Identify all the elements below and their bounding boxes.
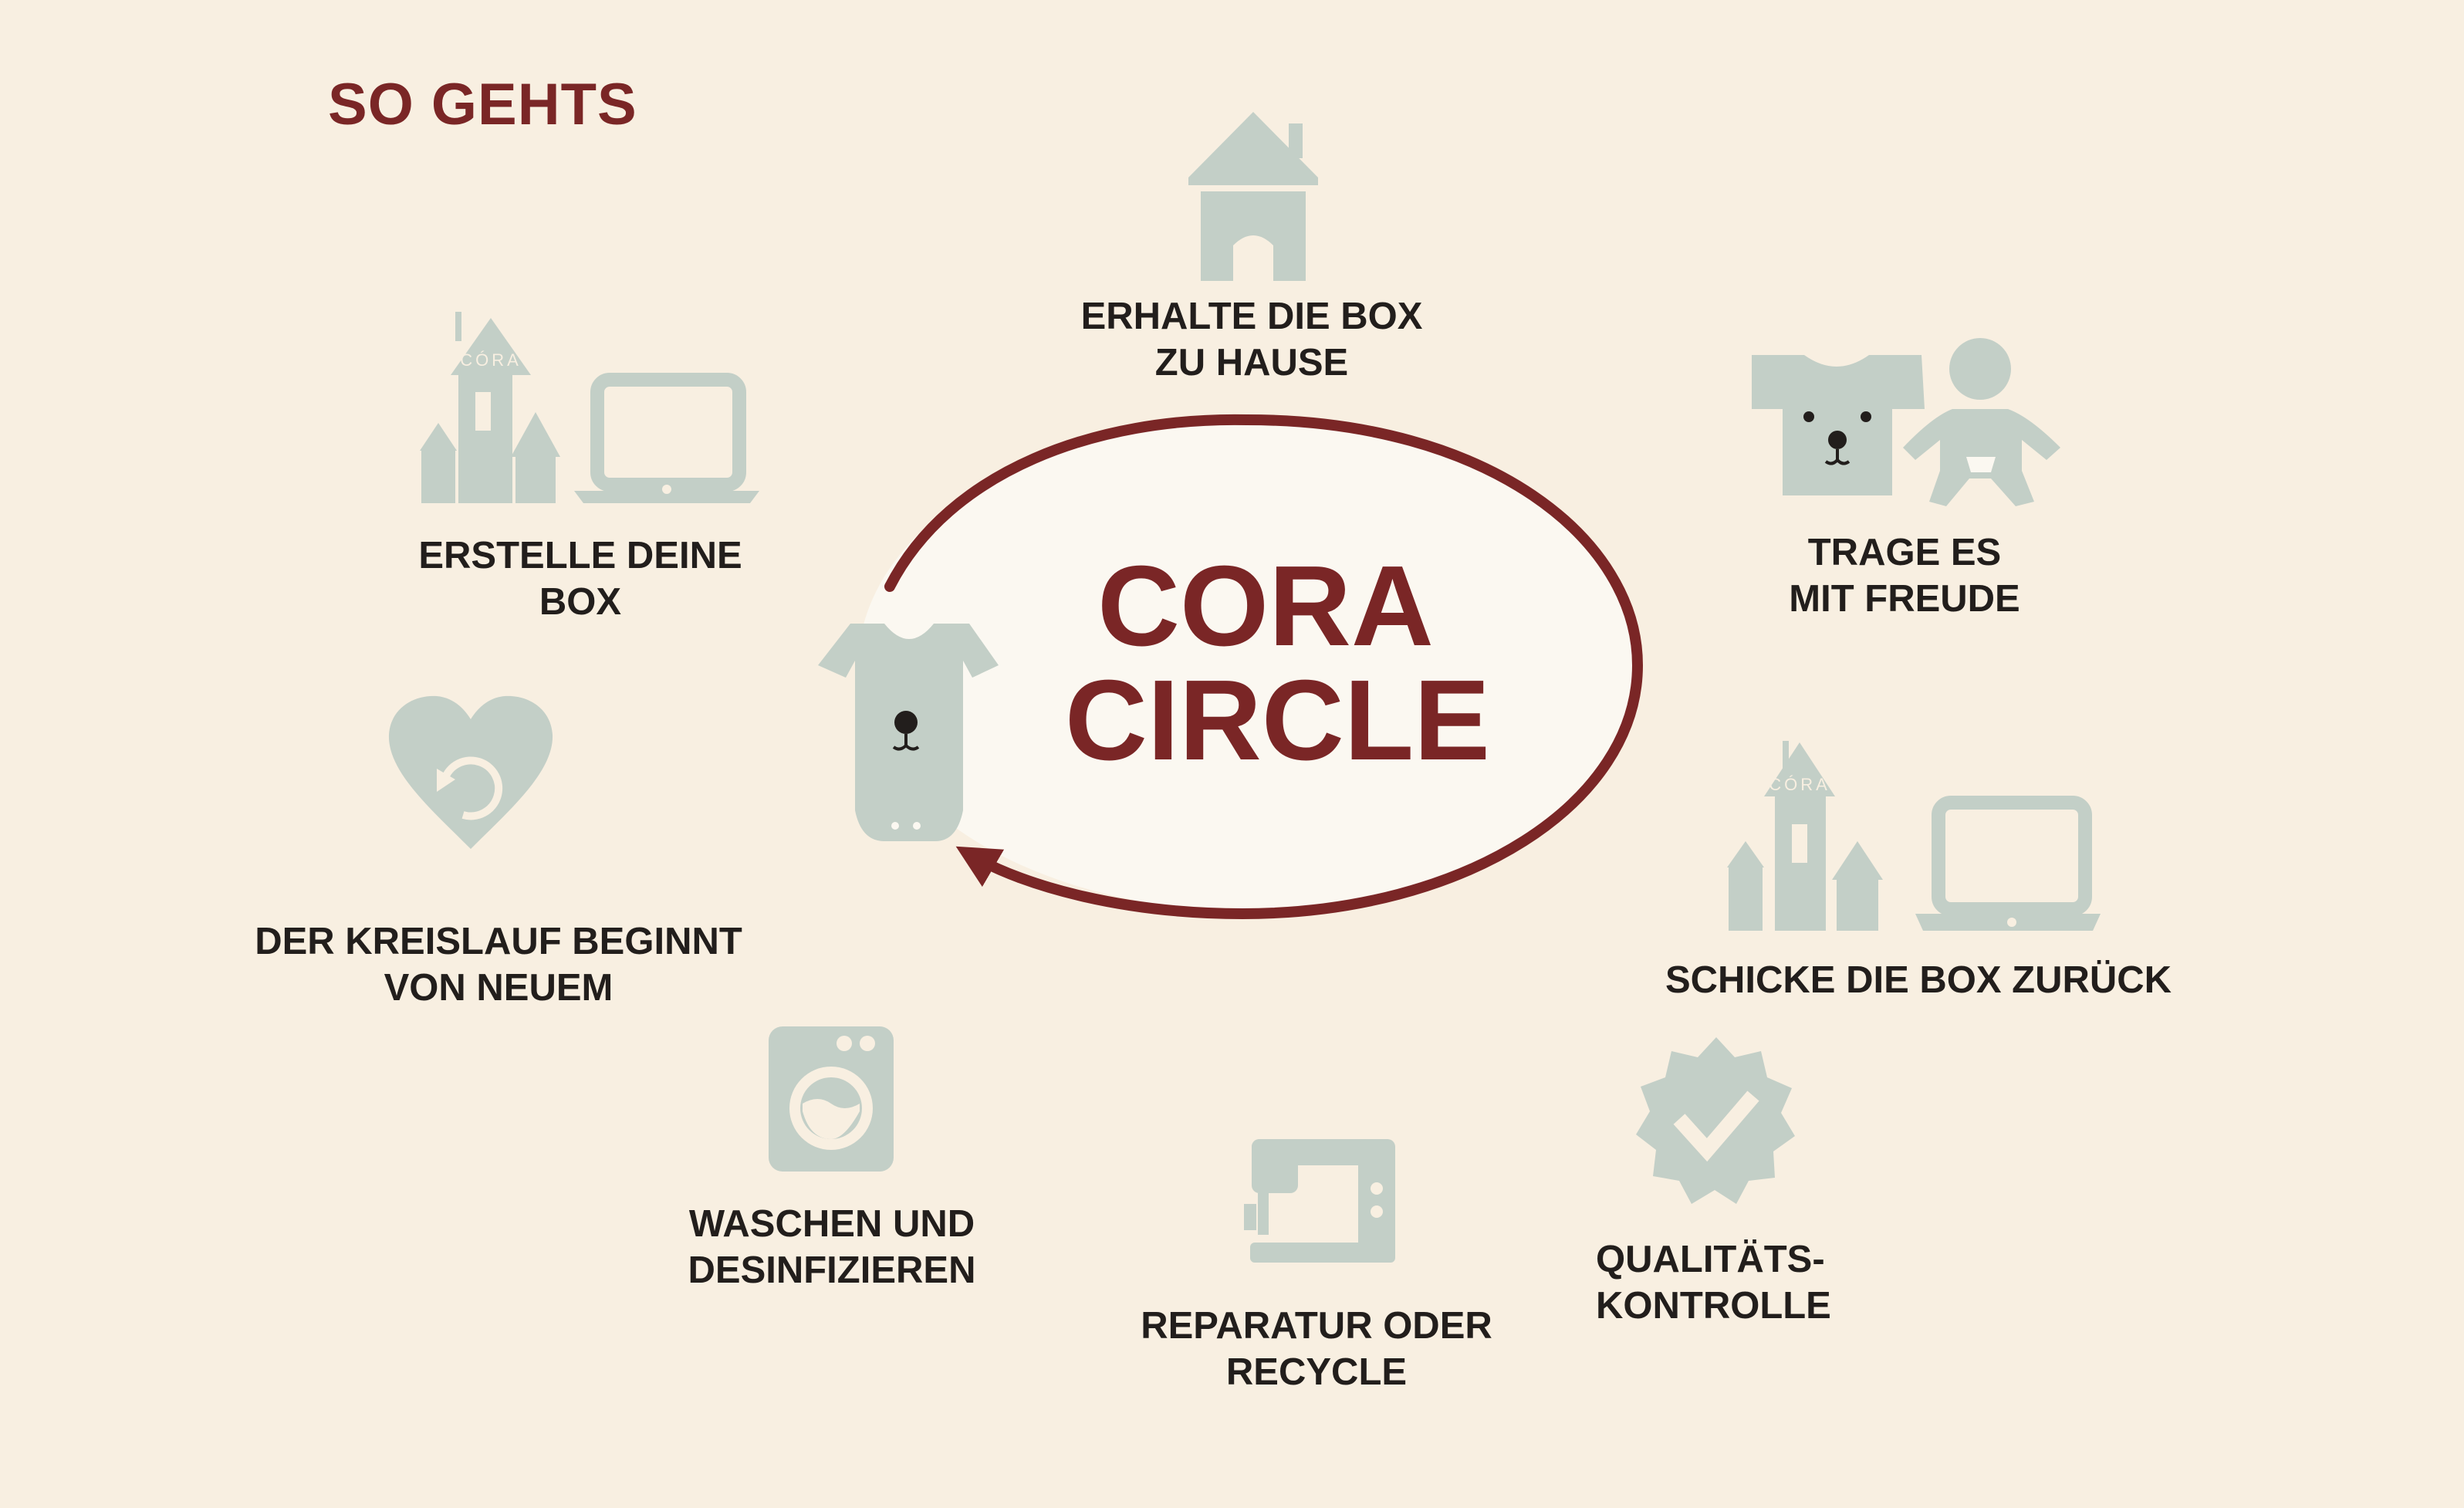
step-label-line: ERHALTE DIE BOX	[1080, 296, 1423, 337]
step-label-receive-box: ERHALTE DIE BOX ZU HAUSE	[1020, 293, 1483, 386]
sewing-machine-icon	[1244, 1139, 1395, 1263]
step-label-line: DESINFIZIEREN	[688, 1249, 976, 1291]
shirt-and-baby-icon	[1752, 338, 2060, 506]
house-icon	[1188, 112, 1318, 281]
cycle-title-line-1: CORA	[1097, 543, 1434, 670]
heart-refresh-icon	[388, 695, 553, 849]
step-label-wear: TRAGE ES MIT FREUDE	[1673, 529, 2136, 622]
step-label-line: KONTROLLE	[1596, 1285, 1831, 1327]
step-label-create-box: ERSTELLE DEINE BOX	[349, 533, 812, 625]
castle-and-laptop-icon	[1727, 741, 2101, 931]
cycle-title-line-2: CIRCLE	[1065, 657, 1490, 784]
icon-logo-text: CÓRA	[460, 350, 522, 370]
castle-and-laptop-icon	[420, 312, 759, 503]
step-label-line: WASCHEN UND	[688, 1203, 975, 1245]
step-label-line: ZU HAUSE	[1154, 342, 1349, 384]
page-title: SO GEHTS	[328, 72, 637, 137]
step-label-line: MIT FREUDE	[1789, 578, 2020, 620]
step-label-cycle-restarts: DER KREISLAUF BEGINNT VON NEUEM	[228, 918, 769, 1011]
step-label-quality-check: QUALITÄTS- KONTROLLE	[1596, 1236, 1982, 1329]
step-label-line: DER KREISLAUF BEGINNT	[255, 921, 742, 962]
step-label-return-box: SCHICKE DIE BOX ZURÜCK	[1610, 957, 2227, 1003]
icon-logo-text: CÓRA	[1769, 775, 1830, 794]
step-label-line: SCHICKE DIE BOX ZURÜCK	[1665, 959, 2172, 1001]
step-label-line: VON NEUEM	[384, 967, 613, 1009]
cycle-loop	[858, 414, 1644, 920]
step-label-line: QUALITÄTS-	[1596, 1239, 1825, 1280]
cycle-title: CORA CIRCLE	[1065, 543, 1490, 784]
step-label-line: RECYCLE	[1225, 1351, 1408, 1393]
step-label-line: TRAGE ES	[1807, 532, 2002, 573]
step-label-line: ERSTELLE DEINE	[418, 535, 742, 576]
check-badge-icon	[1636, 1037, 1795, 1204]
cycle-arrow	[884, 414, 1644, 920]
bodysuit-icon	[818, 624, 999, 841]
washing-machine-icon	[769, 1026, 894, 1172]
step-label-wash: WASCHEN UND DESINFIZIEREN	[600, 1201, 1063, 1293]
step-label-line: BOX	[539, 581, 622, 623]
step-label-line: REPARATUR ODER	[1141, 1305, 1492, 1347]
step-label-repair-recycle: REPARATUR ODER RECYCLE	[1085, 1303, 1548, 1395]
